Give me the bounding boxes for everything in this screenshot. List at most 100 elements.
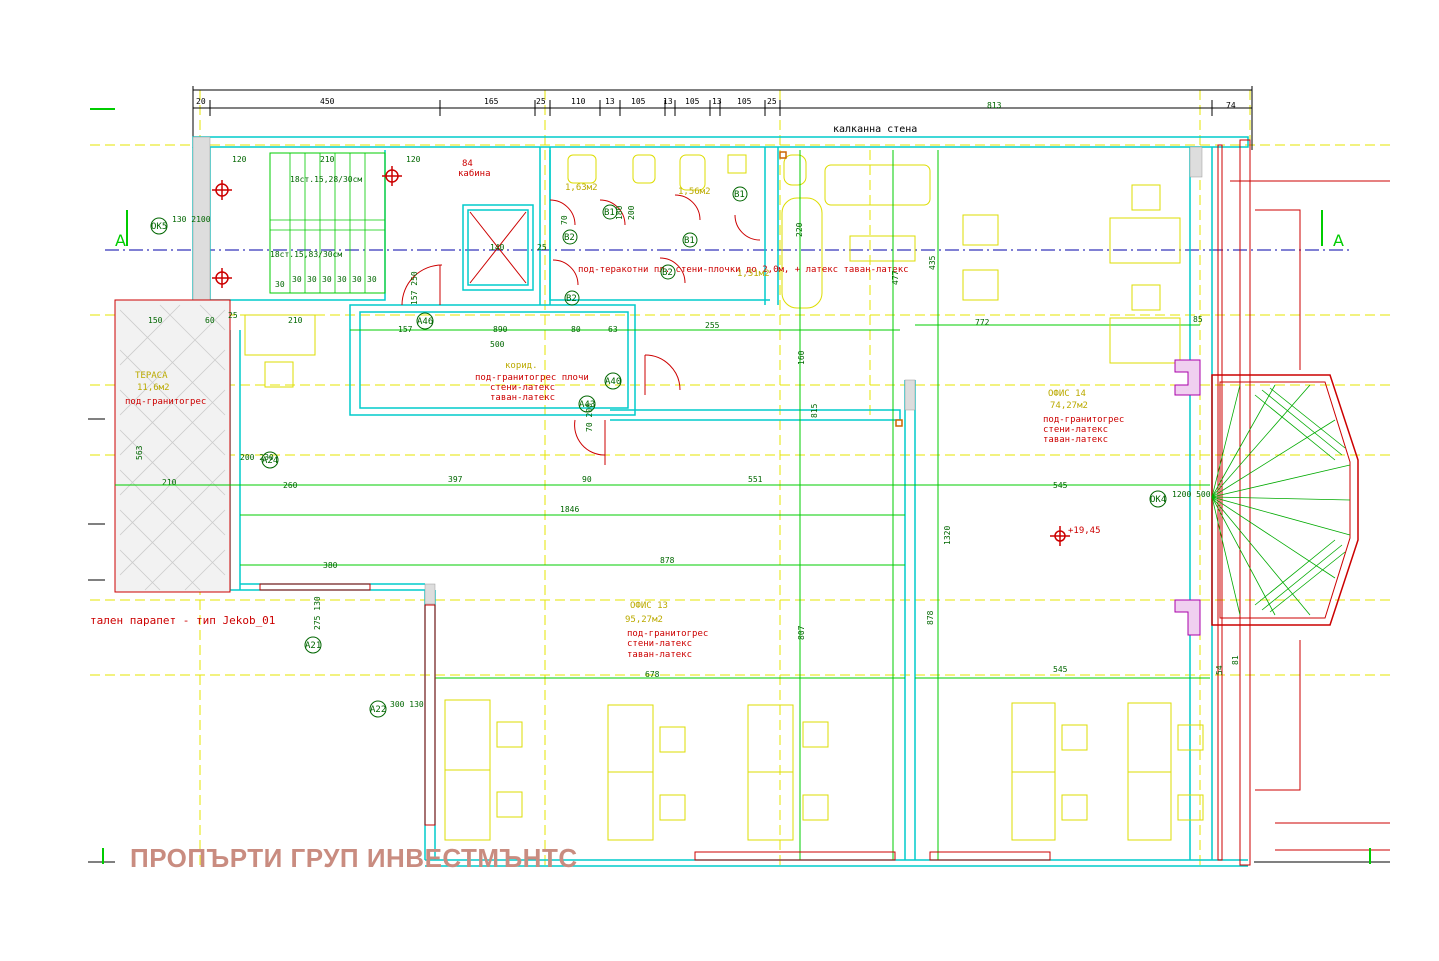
office13-furniture (244, 314, 1204, 841)
door-tags: A46 A40 A43 A24 A21 A22 OK5 OK4 B1 B1 B1… (150, 186, 1167, 718)
top-dimension-chain (192, 86, 1253, 150)
dim-top-7: 105 (631, 97, 646, 106)
dim-85: 85 (1193, 315, 1203, 324)
terrace-dim-side: 563 (135, 445, 144, 460)
grid-lines (90, 90, 1390, 870)
office13-ceiling: таван-латекс (627, 650, 692, 660)
terrace-dim-150: 150 (148, 316, 163, 325)
axis-a-left: A (115, 231, 126, 250)
dim-top-13: 813 (987, 101, 1002, 110)
office13-name: ОФИС 13 (630, 601, 668, 611)
terrace-dim-60: 60 (205, 316, 215, 325)
door-tag-a43: A43 (579, 400, 595, 410)
dim-878-v: 878 (926, 610, 935, 625)
window-dim-ok5: 130 2100 (172, 215, 211, 224)
dim-380: 380 (323, 561, 338, 570)
interior-dimension-lines (115, 150, 1210, 860)
terrace-name: ТЕРАСА (135, 371, 168, 381)
terrace-area: 11,6м2 (137, 383, 170, 393)
dim-260: 260 (283, 481, 298, 490)
door-tag-a22: A22 (370, 705, 386, 715)
office13-area: 95,27м2 (625, 615, 663, 625)
wc-area-3: 1,51м2 (737, 269, 770, 279)
corridor-ceiling: таван-латекс (490, 393, 555, 403)
door-tag-a46: A46 (417, 317, 433, 327)
dim-70: 70 (560, 215, 569, 225)
parapet-label: тален парапет - тип Jekob_01 (90, 614, 275, 627)
door-dim-a22: 300 130 (390, 700, 424, 709)
door-tag-b2a: B2 (564, 233, 575, 243)
dim-477: 477 (891, 270, 900, 285)
office13-walls: стени-латекс (627, 639, 692, 649)
dim-top-1: 20 (196, 97, 206, 106)
door-dim-a43: 70 200 (585, 403, 594, 432)
stair-dim-120b: 120 (406, 155, 421, 164)
corridor-walls: стени-латекс (490, 383, 555, 393)
cabin-label: кабина (458, 168, 491, 179)
staircase: 18ст.15,28/30см 18ст.15,83/30см 120 210 … (232, 152, 421, 294)
dim-54: 54 (1215, 665, 1224, 675)
dim-top-3: 165 (484, 97, 499, 106)
terrace-floor: под-гранитогрес (125, 397, 206, 407)
dim-890: 890 (493, 325, 508, 334)
dim-top-12: 25 (767, 97, 777, 106)
dim-1320: 1320 (943, 526, 952, 545)
dim-255: 255 (705, 321, 720, 330)
office14-walls: стени-латекс (1043, 425, 1108, 435)
top-dimension-labels: 20 450 165 25 110 13 105 13 105 13 105 2… (196, 97, 1236, 110)
stair-dim-30b: 30 (292, 275, 302, 284)
dim-top-4: 25 (536, 97, 546, 106)
office14-furniture (962, 184, 1181, 364)
dim-200: 200 (627, 205, 636, 220)
stair-dim-30e: 30 (337, 275, 347, 284)
dim-top-14: 74 (1226, 101, 1236, 110)
stair-dim-30c: 30 (307, 275, 317, 284)
dim-551: 551 (748, 475, 763, 484)
wc-note: под-теракотни пл. стени-плочки до 2,0м, … (578, 265, 909, 275)
stair-bottom-label: 18ст.15,83/30см (270, 250, 342, 259)
door-tag-b1a: B1 (604, 208, 615, 218)
door-dim-labels: 157 250 200 230 275 130 300 130 130 2100… (172, 215, 1211, 709)
misc-dimension-labels: 25 160 180 70 200 220 815 81 54 (537, 205, 1240, 675)
cabin-dim: 84 (462, 159, 473, 169)
dim-815: 815 (810, 403, 819, 418)
dim-top-6: 13 (605, 97, 615, 106)
dim-545-a: 545 (1053, 481, 1068, 490)
window-tag-ok4: OK4 (1150, 495, 1166, 505)
dim-807: 807 (797, 625, 806, 640)
dim-545-b: 545 (1053, 665, 1068, 674)
dim-top-5: 110 (571, 97, 586, 106)
dim-678: 678 (645, 670, 660, 679)
door-tag-b1b: B1 (684, 236, 695, 246)
watermark: ПРОПЪРТИ ГРУП ИНВЕСТМЪНТС (130, 843, 578, 873)
dim-157: 157 (398, 325, 413, 334)
office14-ceiling: таван-латекс (1043, 435, 1108, 445)
wall-hatch (192, 136, 1203, 605)
door-tag-b2c: B2 (662, 268, 673, 278)
door-tag-b1c: B1 (734, 190, 745, 200)
wc-fixtures (567, 154, 931, 309)
corner-arrows (90, 108, 1371, 864)
door-dim-a21: 275 130 (313, 596, 322, 630)
window-dim-ok4: 1200 500 (1172, 490, 1211, 499)
elevator-dim: 140 (490, 243, 505, 252)
terrace-dim-w: 210 (162, 478, 177, 487)
section-markers (212, 166, 1070, 546)
dim-top-10: 13 (712, 97, 722, 106)
dim-772: 772 (975, 318, 990, 327)
terrace-dim-25: 25 (228, 311, 238, 320)
window-lines (259, 139, 1390, 866)
corridor-floor: под-гранитогрес плочи (475, 373, 589, 383)
office13-floor: под-гранитогрес (627, 629, 708, 639)
stair-dim-30f: 30 (352, 275, 362, 284)
dim-top-8: 13 (663, 97, 673, 106)
dim-25-elev: 25 (537, 243, 547, 252)
door-dim-a24: 200 230 (240, 453, 274, 462)
dim-top-2: 450 (320, 97, 335, 106)
level-mark: +19,45 (1068, 526, 1101, 536)
office14-area: 74,27м2 (1050, 401, 1088, 411)
stair-dim-30g: 30 (367, 275, 377, 284)
dim-878: 878 (660, 556, 675, 565)
elevator-shaft (469, 211, 527, 284)
terrace: ТЕРАСА 11,6м2 под-гранитогрес 210 150 60… (114, 299, 303, 593)
